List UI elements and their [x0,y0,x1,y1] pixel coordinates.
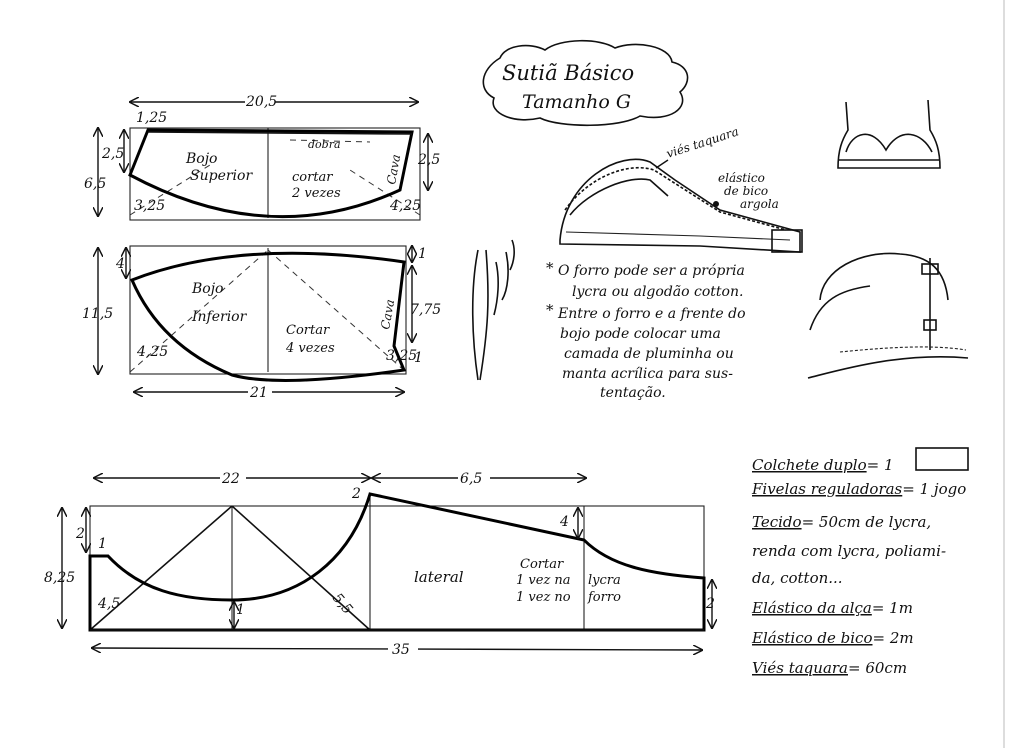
bojo-inferior-br2: 1 [414,350,423,366]
bojo-inferior-cava: Cava [378,298,397,330]
note1-line1: O forro pode ser a própria [558,263,745,279]
label-argola: argola [740,197,779,211]
material-3: renda com lycra, poliami- [752,542,946,560]
material-5: Elástico da alça= 1m [751,599,913,617]
back-fab2: forro [587,590,621,605]
bojo-inferior-bl: 4,25 [136,344,168,360]
note2-line4: manta acrílica para sus- [562,366,733,382]
note2-line2: bojo pode colocar uma [560,326,721,342]
bojo-inferior-cut1: Cortar [286,323,330,338]
bojo-superior-cava: Cava [384,153,403,185]
material-2: Tecido= 50cm de lycra, [752,513,931,531]
bojo-inferior-name2: Inferior [191,309,248,325]
note2-line3: camada de pluminha ou [564,346,734,362]
bra-front-icon [837,99,941,169]
back-h2: 2 [75,526,85,542]
note1-line2: lycra ou algodão cotton. [572,284,743,300]
back-fab1: lycra [588,573,621,588]
bojo-superior-cut2: 2 vezes [291,186,341,201]
back-height: 8,25 [44,570,75,586]
bojo-superior-cut1: cortar [292,170,333,185]
signature: Marlene Mukai [471,239,520,392]
bojo-superior-height: 6,5 [84,176,106,192]
bojo-inferior-name1: Bojo [191,281,224,297]
bojo-inferior-br: 3,25 [386,348,417,364]
bojo-superior-left-top: 2,5 [101,146,124,162]
bojo-inferior-left: 4 [115,256,125,272]
back-h1a: 1 [98,536,107,552]
bojo-superior-name2: Superior [190,168,253,184]
materials-list: Colchete duplo= 1 Fivelas reguladoras= 1… [751,447,969,677]
note2-bullet: * [546,301,554,319]
bojo-superior-name1: Bojo [185,151,218,167]
material-4: da, cotton... [752,569,843,587]
label-elastico1: elástico [718,171,765,185]
bojo-inferior-piece: Bojo Inferior Cortar 4 vezes Cava 11,5 4… [82,246,441,401]
label-vies: viés taquara [665,124,741,161]
back-htop2: 2 [351,486,361,502]
back-piece: 22 6,5 35 8,25 2 1 4,5 5,5 1 2 4 2 later… [44,468,715,658]
back-hb1: 1 [236,602,245,618]
back-total: 35 [392,642,410,658]
bojo-inferior-right-top: 1 [418,246,427,262]
bojo-superior-fold: dobra [308,138,341,151]
note2-line5: tentação. [600,385,666,401]
bojo-inferior-cut2: 4 vezes [285,341,335,356]
back-h4: 4,5 [97,596,120,612]
back-cut3: 1 vez no [516,590,571,605]
bojo-superior-right-side: 2,5 [417,152,440,168]
bojo-superior-top-off: 1,25 [136,110,167,126]
bojo-superior-bl: 3,25 [134,198,165,214]
bojo-inferior-right-side: 7,75 [410,302,441,318]
back-cut1: Cortar [520,557,564,572]
material-0: Colchete duplo= 1 [752,456,894,474]
bojo-superior-width: 20,5 [245,94,277,110]
note2-line1: Entre o forro e a frente do [557,306,746,322]
back-left-width: 22 [221,471,240,487]
note1-bullet: * [546,259,554,277]
title-line1: Sutiã Básico [502,61,634,85]
signature-text: Marlene Mukai [486,273,520,392]
back-hr4: 4 [559,514,569,530]
notes: * O forro pode ser a própria lycra ou al… [546,259,746,401]
label-elastico2: de bico [724,184,768,198]
bojo-inferior-height: 11,5 [82,306,113,322]
bra-back-icon [807,252,969,379]
bojo-inferior-width: 21 [249,385,268,401]
bra-side-diagram: viés taquara elástico de bico argola [559,124,803,253]
material-1: Fivelas reguladoras= 1 jogo [751,480,966,498]
bojo-superior-piece: Bojo Superior cortar 2 vezes dobra Cava … [84,92,440,221]
title-line2: Tamanho G [522,91,631,113]
back-right-width: 6,5 [460,471,482,487]
title-cloud: Sutiã Básico Tamanho G [482,39,689,127]
back-lateral: lateral [414,568,464,586]
material-7: Viés taquara= 60cm [752,659,907,677]
back-hr2: 2 [705,596,715,612]
bojo-superior-br: 4,25 [389,198,421,214]
material-6: Elástico de bico= 2m [751,629,914,647]
back-cut2: 1 vez na [516,573,571,588]
